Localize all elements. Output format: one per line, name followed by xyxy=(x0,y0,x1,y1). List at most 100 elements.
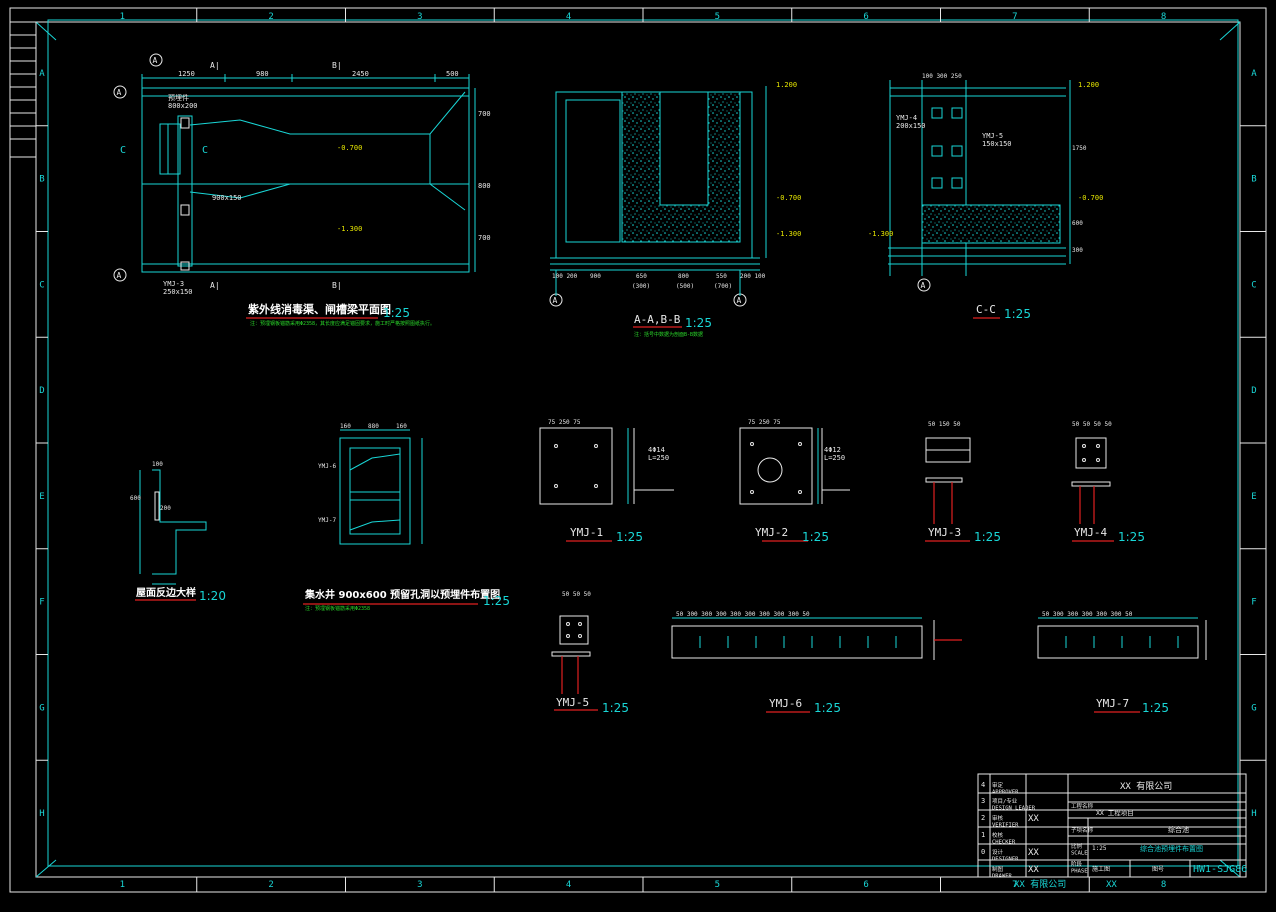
cc-scale: 1:25 xyxy=(1004,307,1031,321)
row-label-left-E: E xyxy=(39,492,44,502)
ab-elev-2: -0.700 xyxy=(776,194,801,202)
plan-section-c-left: C xyxy=(120,145,126,156)
plan-axis-mark-1: A xyxy=(153,56,158,65)
plan-zone-b-bot: B| xyxy=(332,281,342,290)
cc-dim-right-3: 300 xyxy=(1072,247,1083,254)
axis-markers: A A A A A A xyxy=(113,53,931,307)
ab-dim-4: 800 xyxy=(678,273,689,280)
col-label-top-8: 8 xyxy=(1161,12,1166,22)
plan-dim-right-3: 700 xyxy=(478,234,491,242)
ab-elev-3: -1.300 xyxy=(776,230,801,238)
col-label-top-1: 1 xyxy=(120,12,125,22)
parapet-title: 屋面反边大样 xyxy=(136,586,196,599)
ab-dim-2: 900 xyxy=(590,273,601,280)
ab-dim-alt-3: (700) xyxy=(714,283,732,290)
tb-phase-value: 施工图 xyxy=(1092,865,1110,873)
plan-dim-right-1: 700 xyxy=(478,110,491,118)
col-label-top-2: 2 xyxy=(268,12,273,22)
ymj1-dims: 75 250 75 xyxy=(548,419,581,426)
ymj5-dims: 50 50 50 xyxy=(562,591,591,598)
ymj4-dims: 50 50 50 50 xyxy=(1072,421,1112,428)
row-label-right-A: A xyxy=(1251,69,1257,79)
row-label-right-H: H xyxy=(1251,809,1256,819)
ymj2-scale: 1:25 xyxy=(802,530,829,544)
row-label-right-F: F xyxy=(1251,598,1256,608)
col-label-bottom-4: 4 xyxy=(566,880,571,890)
plan-embed-mid: 900x150 xyxy=(212,194,242,202)
ab-dim-3: 650 xyxy=(636,273,647,280)
tb-footer-left: XX 有限公司 xyxy=(1014,878,1066,890)
ymj5-title: YMJ-5 xyxy=(556,696,589,709)
tb-row-4: 4 xyxy=(981,781,985,789)
row-label-left-B: B xyxy=(39,175,44,185)
ab-scale: 1:25 xyxy=(685,316,712,330)
tb-drawing-name: 综合池预埋件布置图 xyxy=(1140,844,1203,853)
row-label-left-A: A xyxy=(39,69,45,79)
title-block xyxy=(977,773,1247,878)
section-cc-view xyxy=(888,80,1071,319)
plan-section-c-right: C xyxy=(202,145,208,156)
col-label-bottom-5: 5 xyxy=(715,880,720,890)
tb-scale-value: 1:25 xyxy=(1092,845,1107,852)
parapet-view xyxy=(135,469,207,601)
plan-dim-3: 2450 xyxy=(352,70,369,78)
plan-axis-mark-3: A xyxy=(117,271,122,280)
tb-row-0: 0 xyxy=(981,848,985,856)
col-label-bottom-3: 3 xyxy=(417,880,422,890)
tb-footer-right: XX xyxy=(1106,880,1117,890)
plan-elev-1: -0.700 xyxy=(337,144,362,152)
ymj4-scale: 1:25 xyxy=(1118,530,1145,544)
plan-elev-2: -1.300 xyxy=(337,225,362,233)
ymj-6-view xyxy=(671,617,962,713)
tb-row-1: 1 xyxy=(981,831,985,839)
parapet-dim-1: 100 xyxy=(152,461,163,468)
well-view xyxy=(303,429,478,605)
well-dim-1: 160 xyxy=(340,423,351,430)
parapet-texts: 100 600 200 屋面反边大样 1:20 xyxy=(130,461,226,603)
svg-text:A: A xyxy=(921,281,926,290)
tb-sub: 综合池 xyxy=(1168,825,1189,834)
plan-view xyxy=(141,74,476,319)
plan-dim-4: 500 xyxy=(446,70,459,78)
cc-dim-right-2: 600 xyxy=(1072,220,1083,227)
row-label-left-C: C xyxy=(39,280,44,290)
ymj3-title: YMJ-3 xyxy=(928,526,961,539)
ymj2-dims: 75 250 75 xyxy=(748,419,781,426)
section-ab-view xyxy=(550,86,767,328)
row-label-left-G: G xyxy=(39,703,44,713)
row-label-right-D: D xyxy=(1251,386,1256,396)
tb-row-3: 3 xyxy=(981,797,985,805)
ab-dim-alt-2: (500) xyxy=(676,283,694,290)
cc-dim-right-1: 1750 xyxy=(1072,145,1087,152)
col-label-bottom-7: 7 xyxy=(1012,880,1017,890)
section-ab-texts: 1.200 -0.700 -1.300 100 200 900 650 800 … xyxy=(552,81,801,338)
plan-axis-mark-2: A xyxy=(117,88,122,97)
ymj-1-view xyxy=(539,427,674,542)
tb-sheet-label: 图号 xyxy=(1152,866,1164,873)
well-dim-3: 160 xyxy=(396,423,407,430)
ymj6-dims: 50 300 300 300 300 300 300 300 300 50 xyxy=(676,611,810,618)
col-label-top-7: 7 xyxy=(1012,12,1017,22)
ymj-5-view xyxy=(551,615,598,711)
ymj-3-view xyxy=(925,437,971,542)
ab-note: 注：括号中数据为剖面B-B数据 xyxy=(634,331,703,338)
tb-xx-1: XX xyxy=(1028,814,1039,824)
ymj1-title: YMJ-1 xyxy=(570,526,603,539)
ab-elev-1: 1.200 xyxy=(776,81,797,89)
svg-text:A: A xyxy=(737,296,742,305)
cc-elev-2: -0.700 xyxy=(1078,194,1103,202)
